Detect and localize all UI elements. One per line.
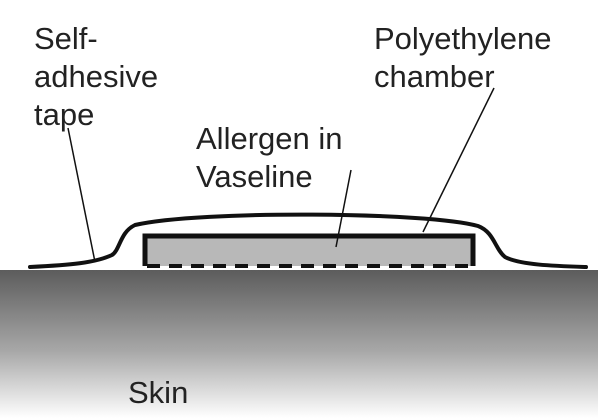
label-line: tape	[34, 96, 158, 134]
allergen-layer	[145, 236, 473, 266]
label-line: Polyethylene	[374, 20, 552, 58]
label-polyethylene-chamber: Polyethylene chamber	[374, 20, 552, 96]
label-skin: Skin	[128, 374, 188, 412]
skin-layer	[0, 270, 598, 418]
label-allergen-in-vaseline: Allergen in Vaseline	[196, 120, 342, 196]
label-line: Self-	[34, 20, 158, 58]
label-self-adhesive-tape: Self- adhesive tape	[34, 20, 158, 134]
label-line: adhesive	[34, 58, 158, 96]
label-line: chamber	[374, 58, 552, 96]
label-line: Allergen in	[196, 120, 342, 158]
label-line: Vaseline	[196, 158, 342, 196]
tape-leader-line	[68, 128, 95, 262]
chamber-leader-line	[423, 88, 494, 232]
